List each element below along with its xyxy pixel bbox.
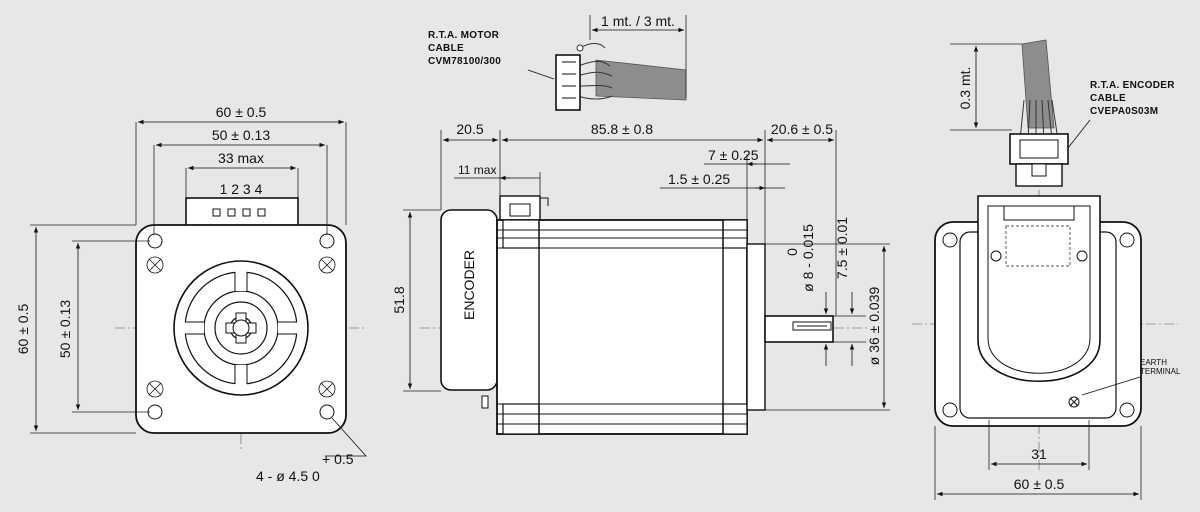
dim-connector-max: 11 max xyxy=(458,163,496,177)
dim-cable-length: 1 mt. / 3 mt. xyxy=(601,13,675,29)
mounting-holes xyxy=(146,233,336,420)
dim-front-height: 60 ± 0.5 xyxy=(15,304,31,355)
dim-connector-width: 33 max xyxy=(218,150,264,166)
connector-pin-labels: 1 2 3 4 xyxy=(220,181,263,197)
dim-shaft-dia-upper: 0 xyxy=(784,248,800,256)
dim-front-bolt-spacing-v: 50 ± 0.13 xyxy=(57,300,73,358)
dim-shaft-length: 20.6 ± 0.5 xyxy=(771,121,833,137)
encoder-cable-label-line1: R.T.A. ENCODER xyxy=(1090,80,1175,91)
hole-spec: 4 - ø 4.5 0 xyxy=(256,468,320,484)
dim-terminal-offset: 31 xyxy=(1031,446,1047,462)
dim-shaft-flat: 7 ± 0.25 xyxy=(708,147,759,163)
dim-front-bolt-spacing: 50 ± 0.13 xyxy=(212,127,270,143)
front-view: 60 ± 0.5 50 ± 0.13 33 max 1 2 3 4 60 ± 0… xyxy=(15,104,367,484)
front-rotor xyxy=(173,260,309,396)
dim-body-length: 85.8 ± 0.8 xyxy=(591,121,653,137)
front-connector xyxy=(185,197,299,227)
hole-tolerance: + 0.5 xyxy=(322,451,354,467)
motor-cable-label-line3: CVM78100/300 xyxy=(428,56,501,67)
dim-encoder-cable-length: 0.3 mt. xyxy=(957,67,973,110)
dim-encoder-length: 20.5 xyxy=(456,121,483,137)
dim-front-width: 60 ± 0.5 xyxy=(216,104,267,120)
motor-cable xyxy=(555,43,687,111)
motor-body xyxy=(496,219,748,435)
dim-shaft-dia: ø 8 - 0.015 xyxy=(800,224,816,292)
rear-view: 0.3 mt. R.T.A. ENCODER CABLE CVEPA0S03M … xyxy=(912,39,1181,500)
earth-terminal-label-line2: TERMINAL xyxy=(1140,367,1181,376)
encoder-cable-label-line2: CABLE xyxy=(1090,93,1126,104)
dim-encoder-height: 51.8 xyxy=(391,286,407,313)
dim-rear-width: 60 ± 0.5 xyxy=(1014,476,1065,492)
encoder-cable-label-line3: CVEPA0S03M xyxy=(1090,106,1158,117)
earth-terminal-label-line1: EARTH xyxy=(1140,358,1167,367)
motor-cable-label-line1: R.T.A. MOTOR xyxy=(428,30,500,41)
motor-cable-label-line2: CABLE xyxy=(428,43,464,54)
side-view: R.T.A. MOTOR CABLE CVM78100/300 1 mt. / … xyxy=(391,13,890,435)
dim-pilot-dia: ø 36 ± 0.039 xyxy=(866,287,882,366)
encoder-label: ENCODER xyxy=(461,250,477,320)
dim-flat-height: 7.5 ± 0.01 xyxy=(834,217,850,279)
dim-pilot-depth: 1.5 ± 0.25 xyxy=(668,171,730,187)
